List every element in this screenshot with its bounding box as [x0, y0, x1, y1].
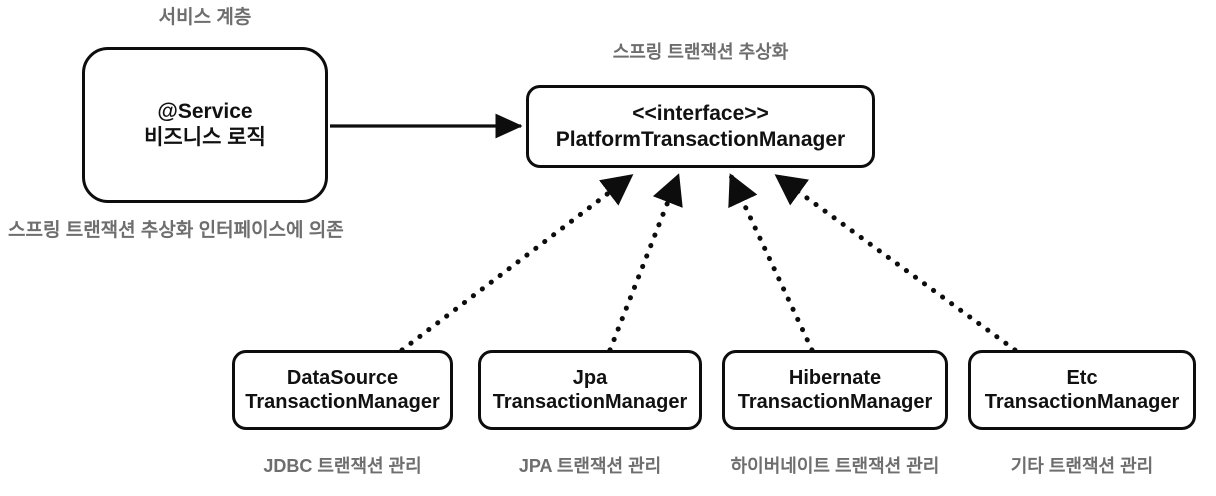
node-jpa-line1: Jpa — [572, 366, 608, 389]
node-etc-transaction-manager[interactable]: Etc TransactionManager — [968, 350, 1196, 430]
node-datasource-line1: DataSource — [286, 366, 399, 389]
caption-spring-abstraction: 스프링 트랜잭션 추상화 — [612, 42, 789, 62]
caption-jpa-transaction-management: JPA 트랜잭션 관리 — [518, 456, 662, 476]
connector-etc-to-interface — [774, 173, 1018, 353]
node-jpa-line2: TransactionManager — [492, 391, 688, 413]
node-service-line2: 비즈니스 로직 — [144, 126, 266, 149]
node-hibernate-line2: TransactionManager — [737, 391, 933, 413]
connector-hibernate-to-interface — [728, 173, 815, 353]
caption-service-layer: 서비스 계층 — [158, 7, 252, 28]
node-hibernate-line1: Hibernate — [788, 366, 882, 389]
node-etc-line1: Etc — [1066, 366, 1098, 389]
node-jpa-transaction-manager[interactable]: Jpa TransactionManager — [478, 350, 702, 430]
caption-hibernate-transaction-management: 하이버네이트 트랜잭션 관리 — [730, 456, 940, 476]
connector-jpa-to-interface — [607, 173, 683, 353]
node-platform-transaction-manager[interactable]: <<interface>> PlatformTransactionManager — [526, 85, 875, 168]
node-datasource-transaction-manager[interactable]: DataSource TransactionManager — [232, 350, 453, 430]
caption-depends-on-abstraction: 스프링 트랜잭션 추상화 인터페이스에 의존 — [8, 220, 344, 241]
node-interface-stereotype: <<interface>> — [632, 101, 769, 125]
node-interface-name: PlatformTransactionManager — [555, 127, 846, 151]
caption-etc-transaction-management: 기타 트랜잭션 관리 — [1010, 456, 1154, 476]
node-hibernate-transaction-manager[interactable]: Hibernate TransactionManager — [722, 350, 948, 430]
node-service-class[interactable]: @Service 비즈니스 로직 — [82, 47, 328, 203]
node-datasource-line2: TransactionManager — [245, 391, 440, 413]
node-etc-line2: TransactionManager — [984, 391, 1180, 413]
caption-jdbc-transaction-management: JDBC 트랜잭션 관리 — [263, 456, 422, 476]
connector-datasource-to-interface — [399, 173, 634, 353]
node-service-line1: @Service — [157, 100, 253, 124]
